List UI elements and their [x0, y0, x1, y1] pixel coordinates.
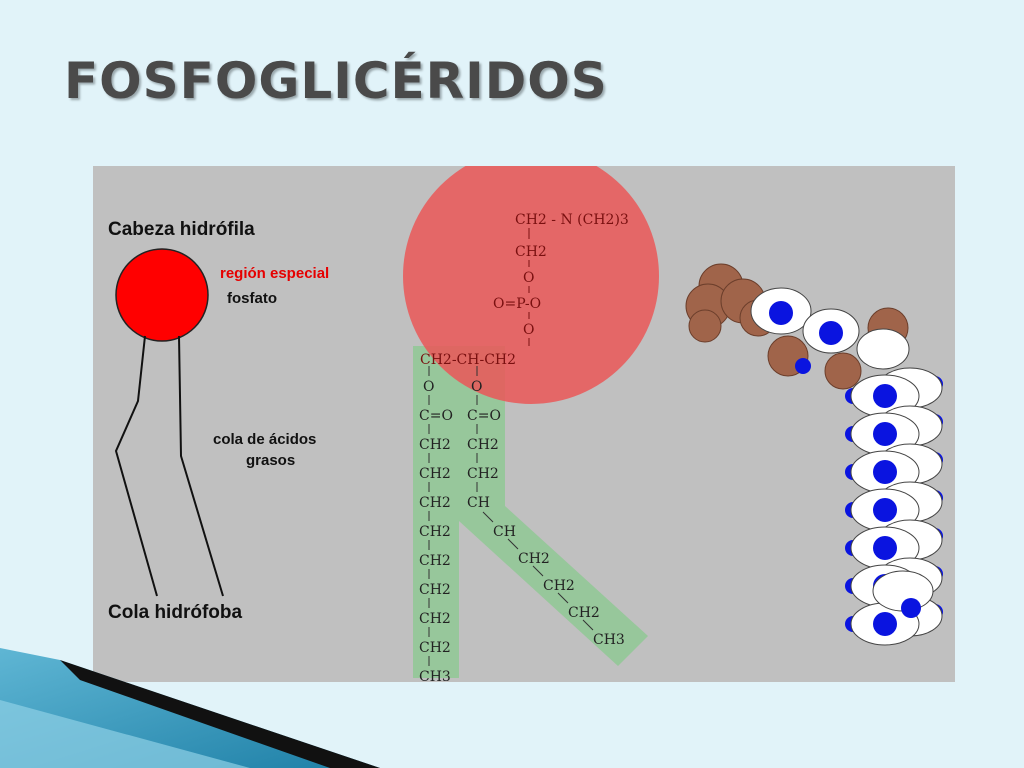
chain-right-group: CH: [467, 495, 490, 511]
nitrogen-atom: [873, 612, 897, 636]
chain-left-group: C=O: [419, 408, 453, 424]
chain-right-group: CH2: [467, 437, 499, 453]
oxygen-atom: O: [523, 322, 534, 338]
carbon-atom: [688, 309, 722, 343]
carbon-atom: [824, 352, 862, 390]
special-region-label: región especial: [220, 265, 329, 282]
nitrogen-atom: [873, 384, 897, 408]
phospholipid-diagram: Cabeza hidrófila región especial fosfato…: [93, 166, 955, 682]
nitrogen-atom: [873, 422, 897, 446]
nitrogen-atom: [819, 321, 843, 345]
black-wave: [60, 660, 380, 768]
chain-right-group: CH2: [467, 466, 499, 482]
bond: [532, 565, 544, 577]
atom-stack: [845, 367, 943, 646]
tail-label: Cola hidrófoba: [108, 602, 242, 623]
nitrogen-atom: [873, 536, 897, 560]
chain-left-group: CH2: [419, 437, 451, 453]
chain-right-group: CH2: [568, 605, 600, 621]
chain-right-group: CH2: [518, 551, 550, 567]
tail-line-left: [114, 335, 158, 597]
space-filling-model: [685, 263, 943, 646]
chain-left-group: CH3: [419, 669, 451, 682]
chain-right-group: C=O: [467, 408, 501, 424]
chain-left-group: CH2: [419, 524, 451, 540]
chain-left-group: CH2: [419, 640, 451, 656]
bond: [482, 511, 494, 523]
bond: [582, 619, 594, 631]
chain-left-group: CH2: [419, 466, 451, 482]
oxygen-atom-model: [795, 358, 811, 374]
choline-group: CH2 - N (CH2)3: [515, 212, 629, 228]
chain-left-group: CH2: [419, 495, 451, 511]
phosphate-label: fosfato: [227, 290, 277, 307]
nitrogen-atom: [873, 460, 897, 484]
oxygen-atom-model: [901, 598, 921, 618]
tail-line-right: [178, 335, 224, 597]
ch2-group: CH2: [515, 244, 547, 260]
chain-right-group: O: [471, 379, 482, 395]
slide-title: FOSFOGLICÉRIDOS: [64, 52, 608, 110]
hydrophilic-head-zone: [403, 166, 659, 404]
chain-right-group: CH2: [543, 578, 575, 594]
tail-band-left: [413, 346, 459, 678]
hydrophilic-head-ball: [115, 248, 209, 342]
light-wave: [0, 700, 250, 768]
fatty-acid-tail-label-1: cola de ácidos: [213, 431, 316, 448]
hydrogen-atom: [856, 328, 910, 370]
chain-left-group: O: [423, 379, 434, 395]
bond: [507, 538, 519, 550]
chain-right-group: CH3: [593, 632, 625, 648]
chain-left-group: CH2: [419, 553, 451, 569]
phosphate-group: O=P-O: [493, 296, 541, 312]
oxygen-atom: O: [523, 270, 534, 286]
bond: [557, 592, 569, 604]
chain-right-group: CH: [493, 524, 516, 540]
head-label: Cabeza hidrófila: [108, 219, 255, 240]
nitrogen-atom: [873, 498, 897, 522]
diagram-canvas: Cabeza hidrófila región especial fosfato…: [108, 166, 943, 682]
glycerol-backbone: CH2-CH-CH2: [420, 352, 516, 368]
chain-left-group: CH2: [419, 611, 451, 627]
fatty-acid-tail-label-2: grasos: [246, 452, 295, 469]
nitrogen-atom: [769, 301, 793, 325]
chain-left-group: CH2: [419, 582, 451, 598]
